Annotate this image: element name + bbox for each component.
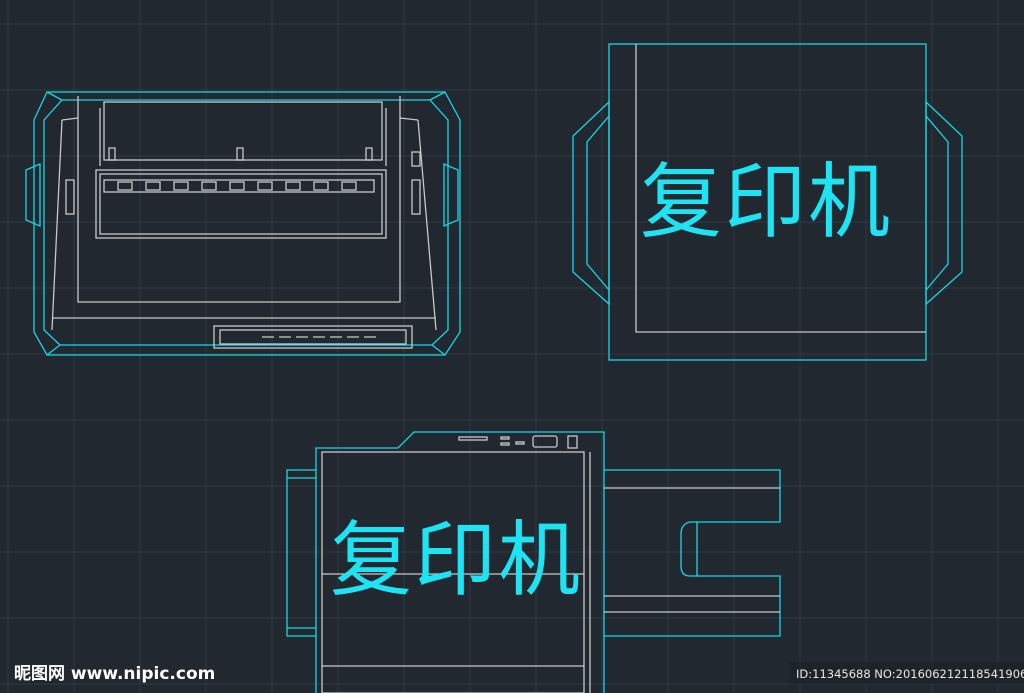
side-view-button: [500, 436, 510, 440]
front-view-inner-frame: [77, 96, 401, 303]
watermark-id-backdrop: [790, 662, 1024, 684]
top-view-right-handle-inner: [925, 115, 949, 291]
front-view-roller-bar: [103, 179, 375, 193]
roller: [285, 181, 301, 191]
roller: [173, 181, 189, 191]
front-view-left-tab: [25, 163, 41, 227]
roller: [117, 181, 133, 191]
front-view-tray-clip: [236, 147, 244, 161]
front-view-bevel-line: [46, 344, 61, 356]
front-view-inner-slant: [51, 119, 63, 331]
front-view-drawer-inner: [219, 329, 407, 345]
side-view-inner-panel: [321, 451, 585, 693]
copier-front-view: [25, 91, 461, 356]
front-view-output-box: [95, 169, 387, 239]
side-view-body-outline: [315, 431, 605, 693]
side-view-output-tray: [604, 469, 781, 637]
roller-bar: [103, 179, 375, 193]
top-view-label: 复印机: [640, 155, 892, 250]
front-view-inner-slant: [399, 117, 419, 121]
front-view-tray-clip: [365, 147, 373, 161]
side-view-tray-notch: [680, 521, 697, 577]
front-view-tray-clip: [108, 147, 116, 161]
side-view-button: [515, 441, 525, 445]
top-view-left-handle-inner: [586, 115, 610, 291]
side-view-display-slot: [458, 436, 488, 441]
roller: [257, 181, 273, 191]
side-view-power-button: [567, 435, 578, 449]
front-view-right-switch: [411, 151, 421, 167]
top-view-inner-frame: [635, 44, 926, 333]
top-view-left-handle: [572, 100, 610, 306]
side-view-left-feeder: [286, 469, 316, 637]
front-view-bevel-line: [429, 91, 446, 101]
front-view-inner-slant: [417, 119, 437, 331]
front-view-bevel-line: [46, 91, 63, 101]
front-view-bevel-line: [431, 344, 446, 356]
side-view-start-button: [532, 435, 558, 448]
watermark-site: 昵图网 www.nipic.com: [14, 664, 215, 684]
watermark: 昵图网 www.nipic.com ID:11345688 NO:2016062…: [14, 662, 1024, 684]
roller: [313, 181, 329, 191]
side-view-label: 复印机: [330, 513, 582, 608]
watermark-id: ID:11345688 NO:20160621211854190695: [796, 667, 1024, 681]
roller: [201, 181, 217, 191]
front-view-output-inner: [99, 173, 383, 235]
front-view-drawer-slot: [213, 325, 413, 349]
front-view-inner-slant: [61, 117, 79, 121]
front-view-right-tab: [443, 163, 459, 227]
side-view-button: [500, 442, 510, 446]
copier-side-view: 复印机: [286, 431, 781, 693]
roller: [145, 181, 161, 191]
front-view-left-switch: [65, 179, 75, 215]
copier-top-view: 复印机: [572, 43, 963, 361]
top-view-right-handle: [925, 100, 963, 306]
roller: [341, 181, 357, 191]
front-view-outer-outline: [33, 91, 461, 356]
roller: [229, 181, 245, 191]
front-view-right-switch: [411, 179, 421, 215]
